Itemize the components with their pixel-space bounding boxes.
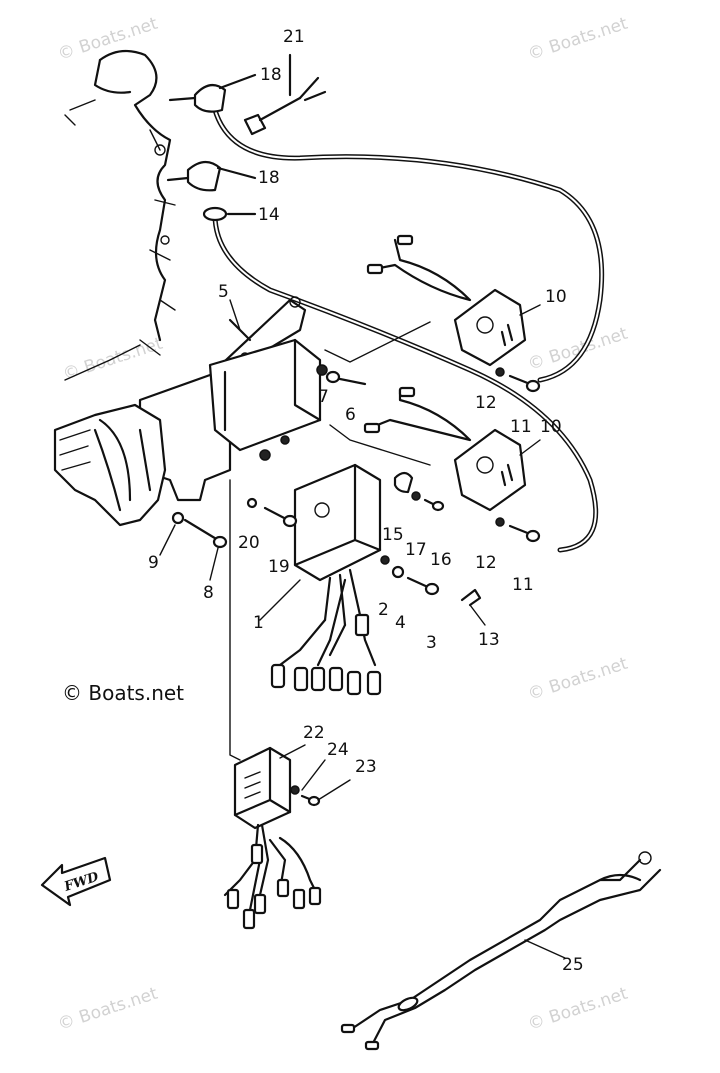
cable-grommet <box>202 206 257 222</box>
callout-11-lower: 11 <box>512 575 534 595</box>
lead-wire <box>243 53 327 136</box>
callout-6: 6 <box>345 405 356 425</box>
watermark: © Boats.net <box>525 654 630 705</box>
callout-13: 13 <box>478 630 500 650</box>
callout-8: 8 <box>203 583 214 603</box>
callout-3: 3 <box>426 633 437 653</box>
callout-2: 2 <box>378 600 389 620</box>
callout-12-lower: 12 <box>475 553 497 573</box>
callout-numbers: 21 18 18 14 5 10 7 6 12 11 10 15 17 16 1… <box>148 27 584 975</box>
callout-4: 4 <box>395 613 406 633</box>
cdi-wire-connectors <box>270 613 382 696</box>
copyright-notice: © Boats.net <box>62 681 184 705</box>
callout-14: 14 <box>258 205 280 225</box>
watermark: © Boats.net <box>55 984 160 1035</box>
rectifier-regulator <box>233 746 321 830</box>
callout-10-lower: 10 <box>540 417 562 437</box>
callout-20: 20 <box>238 533 260 553</box>
callout-21: 21 <box>283 27 305 47</box>
regulator-wires <box>223 823 322 930</box>
wire-harness <box>340 851 662 1051</box>
callout-7: 7 <box>318 387 329 407</box>
callout-22: 22 <box>303 723 325 743</box>
callout-18-upper: 18 <box>260 65 282 85</box>
mount-housing <box>53 403 167 527</box>
leader-lines <box>229 321 431 761</box>
callout-9: 9 <box>148 553 159 573</box>
ignition-cables <box>212 107 605 553</box>
watermark: © Boats.net <box>525 14 630 65</box>
callout-11-upper: 11 <box>510 417 532 437</box>
callout-12-upper: 12 <box>475 393 497 413</box>
forward-direction-arrow: FWD <box>40 856 112 907</box>
spark-plug-cap-lower <box>166 160 257 192</box>
engine-block-outline <box>64 49 176 381</box>
watermark: © Boats.net <box>525 984 630 1035</box>
cdi-unit <box>293 463 382 642</box>
ignition-coil-lower <box>363 386 527 512</box>
callout-10-upper: 10 <box>545 287 567 307</box>
callout-24: 24 <box>327 740 349 760</box>
callout-17: 17 <box>405 540 427 560</box>
ignition-coil-upper <box>366 234 527 367</box>
callout-16: 16 <box>430 550 452 570</box>
callout-18-lower: 18 <box>258 168 280 188</box>
callout-5: 5 <box>218 282 229 302</box>
ignition-module-rear <box>208 338 322 461</box>
watermark: © Boats.net <box>55 14 160 65</box>
spark-plug-cap-upper <box>168 73 257 113</box>
callout-19: 19 <box>268 557 290 577</box>
callout-1: 1 <box>253 613 264 633</box>
callout-15: 15 <box>382 525 404 545</box>
bolts-and-washers <box>171 364 541 607</box>
watermark: © Boats.net <box>525 324 630 375</box>
callout-25: 25 <box>562 955 584 975</box>
callout-23: 23 <box>355 757 377 777</box>
callout-leaders <box>159 299 541 801</box>
